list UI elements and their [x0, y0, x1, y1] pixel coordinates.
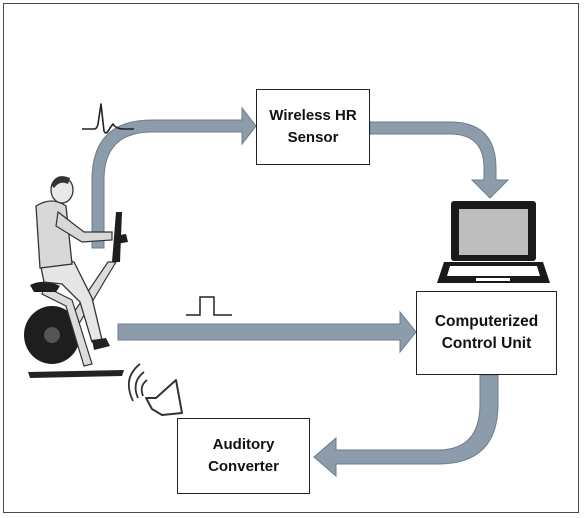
wireless-hr-sensor-label-line2: Sensor: [287, 129, 339, 146]
ecg-pulse-icon: [82, 103, 134, 134]
square-pulse-icon: [186, 296, 232, 316]
auditory-converter-node: Auditory Converter: [177, 418, 310, 494]
control-unit-label-line2: Control Unit: [441, 335, 532, 352]
diagram-frame: [3, 3, 579, 513]
auditory-converter-label-line1: Auditory: [212, 436, 275, 453]
wireless-hr-sensor-label-line1: Wireless HR: [269, 107, 357, 124]
control-unit-label-line1: Computerized: [434, 313, 539, 330]
arrow-bike-to-control: [117, 310, 417, 354]
arrow-sensor-to-laptop: [369, 121, 510, 199]
computerized-control-unit-node: Computerized Control Unit: [416, 291, 557, 375]
wireless-hr-sensor-node: Wireless HR Sensor: [256, 89, 370, 165]
speaker-icon: [127, 363, 183, 416]
auditory-converter-label-line2: Converter: [208, 458, 279, 475]
laptop-icon: [437, 201, 550, 283]
arrow-control-to-auditory: [313, 374, 499, 478]
person-on-exercise-bike-icon: [24, 176, 128, 378]
